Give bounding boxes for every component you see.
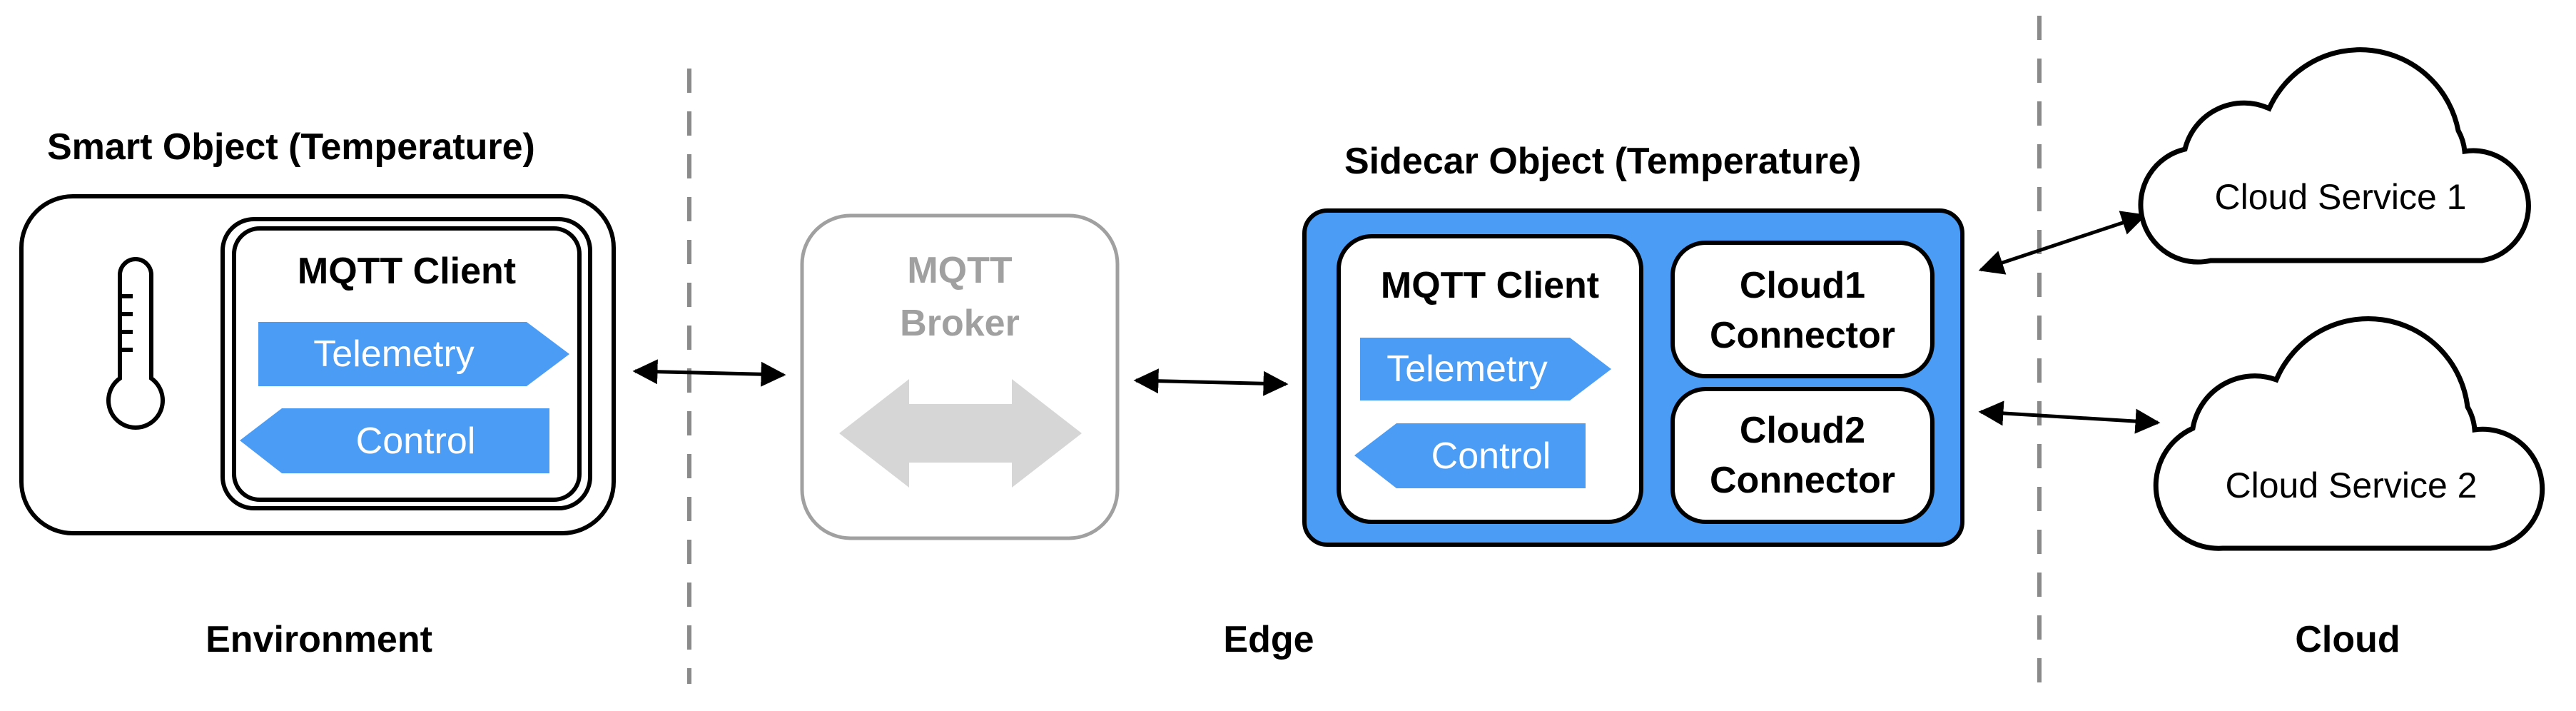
cloud1-connector-box bbox=[1670, 241, 1934, 378]
sidecar-control-arrow: Control bbox=[1431, 435, 1551, 477]
sidecar-mqtt-client-title: MQTT Client bbox=[1380, 265, 1600, 306]
smart-telemetry-arrow-shape bbox=[258, 322, 569, 386]
section-label-edge: Edge bbox=[1223, 619, 1314, 660]
cloud2-connector-box bbox=[1670, 387, 1934, 524]
cloud1-connector-line1: Cloud1 bbox=[1739, 265, 1866, 306]
arrow-broker-sidecar bbox=[1133, 368, 1289, 396]
section-label-cloud: Cloud bbox=[2295, 619, 2400, 660]
cloud-service-2-label: Cloud Service 2 bbox=[2225, 465, 2478, 505]
sidecar-control-arrow-shape bbox=[1354, 423, 1586, 488]
smart-control-arrow-shape bbox=[240, 408, 549, 473]
cloud2-connector-line1: Cloud2 bbox=[1739, 410, 1866, 451]
broker-title-line2: Broker bbox=[900, 303, 1020, 344]
broker-bidirectional-arrow-icon bbox=[839, 379, 1082, 488]
cloud-service-1-label: Cloud Service 1 bbox=[2214, 177, 2467, 217]
cloud-service-2-shape bbox=[2153, 316, 2545, 551]
broker-title-line1: MQTT bbox=[907, 250, 1013, 291]
thermometer-icon bbox=[106, 257, 165, 430]
smart-mqtt-client-title: MQTT Client bbox=[297, 251, 517, 292]
section-label-environment: Environment bbox=[206, 619, 432, 660]
cloud-service-1-shape bbox=[2138, 47, 2531, 265]
cloud2-connector-line2: Connector bbox=[1710, 460, 1895, 501]
smart-telemetry-arrow: Telemetry bbox=[313, 333, 475, 375]
sidecar-object-title: Sidecar Object (Temperature) bbox=[1344, 141, 1862, 182]
arrow-sidecar-cloud2 bbox=[1978, 400, 2161, 434]
cloud1-connector-line2: Connector bbox=[1710, 315, 1895, 356]
arrow-sidecar-cloud1 bbox=[1978, 211, 2147, 275]
smart-control-arrow: Control bbox=[355, 420, 476, 462]
smart-object-title: Smart Object (Temperature) bbox=[47, 126, 535, 168]
sidecar-telemetry-arrow-shape bbox=[1360, 338, 1611, 400]
sidecar-telemetry-arrow: Telemetry bbox=[1386, 348, 1548, 390]
arrow-smart-object-broker bbox=[632, 359, 786, 387]
smart-object-client-box bbox=[232, 226, 582, 502]
